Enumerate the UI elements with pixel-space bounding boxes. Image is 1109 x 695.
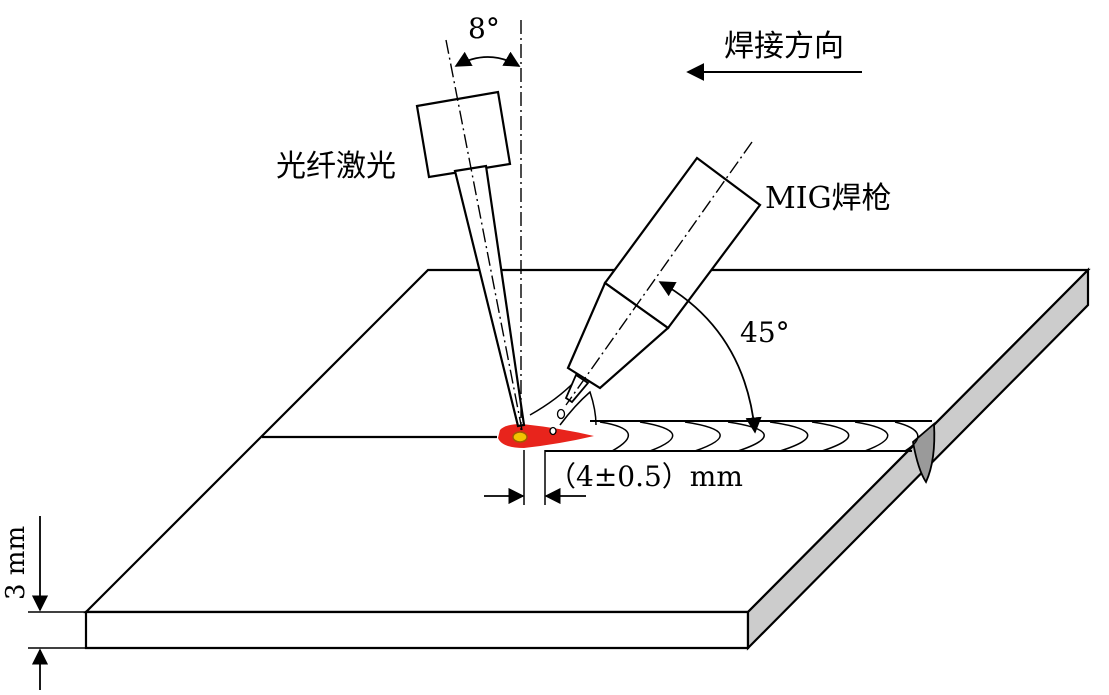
distance-dimension: （4±0.5）mm xyxy=(484,450,743,505)
welding-direction-label: 焊接方向 xyxy=(724,29,844,64)
thickness-dimension: 3 mm xyxy=(1,516,86,690)
laser-angle-label: 8° xyxy=(468,12,500,45)
plate-front-face xyxy=(84,610,750,650)
distance-label: （4±0.5）mm xyxy=(548,460,743,493)
thickness-label: 3 mm xyxy=(1,526,31,600)
mig-torch-label: MIG焊枪 xyxy=(765,181,892,216)
torch-axis xyxy=(565,141,753,406)
fiber-laser-head xyxy=(415,39,526,431)
torch-angle-label: 45° xyxy=(740,316,790,349)
droplet xyxy=(549,426,557,436)
droplet xyxy=(556,408,566,420)
fiber-laser-label: 光纤激光 xyxy=(276,149,396,184)
laser-axis xyxy=(445,39,523,431)
work-plate xyxy=(83,267,1091,651)
laser-beam-cone xyxy=(453,164,526,428)
weld-cross-section xyxy=(912,422,936,484)
laser-head-box xyxy=(415,90,512,179)
mig-torch xyxy=(564,141,762,406)
torch-nozzle xyxy=(566,281,670,390)
laser-angle-arc xyxy=(454,51,521,67)
laser-spot xyxy=(512,431,528,443)
torch-angle-arc xyxy=(658,281,762,434)
weld-ripples xyxy=(599,421,919,452)
